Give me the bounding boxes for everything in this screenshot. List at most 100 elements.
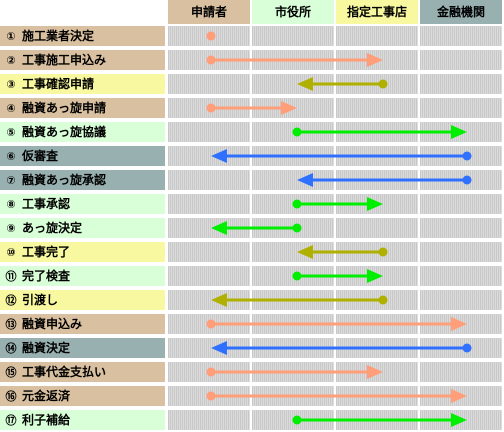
- step-text: 融資あっ旋協議: [22, 125, 107, 139]
- lane-cell: [252, 122, 334, 142]
- lane-cell: [336, 218, 418, 238]
- step-row: ⑥ 仮審査: [0, 144, 504, 168]
- lane-cell: [252, 314, 334, 334]
- lane-cell: [168, 146, 250, 166]
- lane-cell: [252, 242, 334, 262]
- step-number: ⑥: [6, 150, 16, 163]
- step-label: ④ 融資あっ旋申請: [0, 98, 165, 118]
- lane-cell: [252, 74, 334, 94]
- step-text: 工事完了: [22, 245, 71, 259]
- step-text: 融資あっ旋申請: [22, 101, 107, 115]
- step-text: 施工業者決定: [22, 29, 95, 43]
- lane-cell: [252, 170, 334, 190]
- lane-cell: [420, 50, 502, 70]
- lane-cell: [336, 194, 418, 214]
- lane-cell: [168, 194, 250, 214]
- step-row: ⑯ 元金返済: [0, 384, 504, 408]
- step-text: 融資あっ旋承認: [22, 173, 107, 187]
- lane-cell: [420, 386, 502, 406]
- lane-cell: [336, 266, 418, 286]
- lane-cell: [168, 122, 250, 142]
- lane-cell: [168, 266, 250, 286]
- step-row: ③ 工事確認申請: [0, 72, 504, 96]
- step-number: ⑪: [5, 270, 17, 283]
- lane-cell: [420, 290, 502, 310]
- lane-cell: [336, 74, 418, 94]
- lane-cell: [420, 74, 502, 94]
- step-text: 仮審査: [22, 149, 59, 163]
- step-row: ④ 融資あっ旋申請: [0, 96, 504, 120]
- lane-cell: [336, 50, 418, 70]
- lane-cell: [336, 98, 418, 118]
- step-text: 完了検査: [22, 269, 71, 283]
- lane-cell: [252, 50, 334, 70]
- lane-cell: [252, 218, 334, 238]
- lane-cell: [420, 362, 502, 382]
- lane-cell: [420, 218, 502, 238]
- lane-cell: [168, 362, 250, 382]
- lane-cell: [420, 242, 502, 262]
- lane-cell: [420, 146, 502, 166]
- lane-cell: [252, 362, 334, 382]
- lane-cell: [252, 194, 334, 214]
- step-label: ⑥ 仮審査: [0, 146, 165, 166]
- lane-cell: [168, 50, 250, 70]
- step-text: 元金返済: [22, 389, 71, 403]
- step-text: 利子補給: [22, 413, 71, 427]
- lane-cell: [420, 194, 502, 214]
- lane-cell: [252, 98, 334, 118]
- step-number: ③: [6, 78, 16, 91]
- lane-cell: [336, 386, 418, 406]
- lane-cell: [336, 338, 418, 358]
- party-header-1: 市役所: [252, 0, 334, 24]
- lane-cell: [252, 338, 334, 358]
- step-number: ⑯: [5, 390, 17, 403]
- lane-cell: [252, 386, 334, 406]
- lane-cell: [252, 266, 334, 286]
- step-number: ④: [6, 102, 16, 115]
- lane-cell: [168, 290, 250, 310]
- step-number: ⑭: [5, 342, 17, 355]
- lane-cell: [420, 410, 502, 430]
- lane-cell: [336, 26, 418, 46]
- step-number: ⑧: [6, 198, 16, 211]
- lane-cell: [168, 26, 250, 46]
- step-text: 工事代金支払い: [22, 365, 107, 379]
- lane-cell: [336, 362, 418, 382]
- party-header-0: 申請者: [168, 0, 250, 24]
- lane-cell: [168, 170, 250, 190]
- lane-cell: [168, 218, 250, 238]
- step-label: ⑰ 利子補給: [0, 410, 165, 430]
- step-label: ⑪ 完了検査: [0, 266, 165, 286]
- step-number: ⑰: [5, 414, 17, 427]
- lane-cell: [420, 170, 502, 190]
- step-number: ⑫: [5, 294, 17, 307]
- lane-cell: [168, 386, 250, 406]
- lane-cell: [336, 242, 418, 262]
- step-row: ⑰ 利子補給: [0, 408, 504, 432]
- lane-cell: [252, 26, 334, 46]
- step-text: 工事確認申請: [22, 77, 95, 91]
- party-header-3: 金融機関: [420, 0, 502, 24]
- lane-cell: [252, 410, 334, 430]
